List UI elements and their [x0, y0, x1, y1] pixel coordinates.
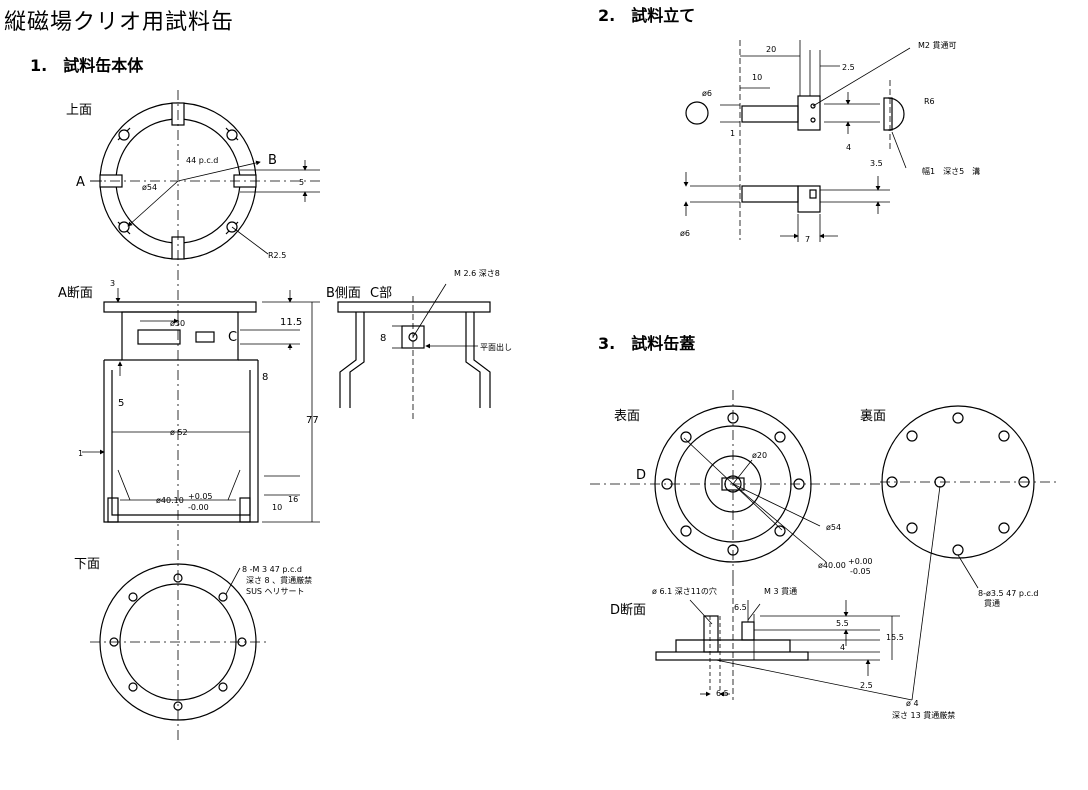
m3-line1: 8 -M 3 47 p.c.d [242, 565, 302, 574]
lid-front-view [590, 390, 880, 580]
dia40-label: ø40.10 [156, 496, 184, 505]
section-1-heading: 1. 試料缶本体 [30, 56, 144, 75]
lid-back-view [880, 405, 1060, 701]
stand-r6: R6 [924, 97, 935, 106]
section-d-view [655, 580, 913, 701]
lid-tol-plus: +0.00 [848, 557, 873, 566]
lid-pcd-line2: 貫通 [984, 598, 1000, 608]
section-3-heading: 3. 試料缶蓋 [598, 334, 696, 353]
stand-dim-3-5: 3.5 [870, 159, 883, 168]
tol-plus-label: +0.05 [188, 492, 213, 501]
stand-drawing [683, 40, 911, 242]
label-a: A [76, 175, 85, 190]
top-view-label: 上面 [66, 103, 92, 118]
lid-hole61: ø 6.1 深さ11の穴 [652, 586, 717, 596]
lid-depth13: 深さ 13 貫通厳禁 [892, 710, 955, 720]
dim-10-label: 10 [272, 503, 282, 512]
label-d: D [636, 468, 646, 483]
lid-dim-4: 4 [840, 643, 845, 652]
lid-dia54: ø54 [826, 523, 841, 532]
lid-dia20: ø20 [752, 451, 767, 460]
stand-dim-20: 20 [766, 45, 776, 54]
stand-m2: M2 貫通可 [918, 40, 957, 50]
dim-5b-label: 5 [118, 398, 124, 409]
dia52-label: ø 52 [170, 428, 188, 437]
dim-3-label: 3 [110, 279, 115, 288]
m3-line3: SUS ヘリサート [246, 587, 305, 596]
r25-label: R2.5 [268, 251, 286, 260]
side-b-view [337, 283, 491, 420]
dim-11-5-label: 11.5 [280, 317, 302, 328]
m26-label: M 2.6 深さ8 [454, 269, 500, 278]
lid-front-label: 表面 [614, 409, 640, 424]
side-b-label: B側面 [326, 286, 361, 301]
section-a-view [82, 288, 320, 523]
flat-label: 平面出し [480, 342, 512, 352]
lid-dim-15-5: 15.5 [886, 633, 904, 642]
lid-pcd-line1: 8-ø3.5 47 p.c.d [978, 589, 1039, 598]
dim-8-label: 8 [262, 372, 268, 383]
lid-dim-2-5: 2.5 [860, 681, 873, 690]
stand-dia6b: ø6 [680, 229, 690, 238]
stand-dim-4: 4 [846, 143, 851, 152]
stand-dim-7: 7 [805, 235, 810, 244]
label-c: C [228, 330, 237, 345]
stand-groove: 幅1 深さ5 溝 [922, 166, 980, 176]
dim-8b-label: 8 [380, 333, 386, 344]
dia54-label: ø54 [142, 183, 157, 192]
dim-1-label: 1 [78, 449, 83, 458]
lid-m3: M 3 貫通 [764, 586, 797, 596]
m3-line2: 深さ 8 、貫通厳禁 [246, 575, 312, 585]
stand-dim-10: 10 [752, 73, 762, 82]
dia30-label: ø30 [170, 319, 185, 328]
section-d-label: D断面 [610, 603, 646, 618]
lid-dia4: ø 4 [906, 699, 919, 708]
lid-dim-6-5b: 6.5 [716, 689, 729, 698]
part-c-label: C部 [370, 286, 392, 301]
stand-dim-2-5: 2.5 [842, 63, 855, 72]
top-view [90, 90, 320, 740]
stand-dim-1: 1 [730, 129, 735, 138]
lid-dim-6-5: 6.5 [734, 603, 747, 612]
lid-tol-minus: -0.05 [850, 567, 871, 576]
label-b: B [268, 153, 277, 168]
section-2-heading: 2. 試料立て [598, 6, 696, 25]
lid-dia40: ø40.00 [818, 561, 846, 570]
page-title: 縦磁場クリオ用試料缶 [4, 10, 235, 35]
bottom-view [90, 563, 268, 721]
dim-16-label: 16 [288, 495, 298, 504]
lid-dim-5-5: 5.5 [836, 619, 849, 628]
dim-77-label: 77 [306, 415, 319, 426]
pcd-label: 44 p.c.d [186, 156, 218, 165]
lid-back-label: 裏面 [860, 409, 886, 424]
dim-5-label: 5 [299, 178, 304, 187]
section-a-label: A断面 [58, 286, 93, 301]
stand-dia6: ø6 [702, 89, 712, 98]
bottom-view-label: 下面 [74, 557, 100, 572]
tol-minus-label: -0.00 [188, 503, 209, 512]
